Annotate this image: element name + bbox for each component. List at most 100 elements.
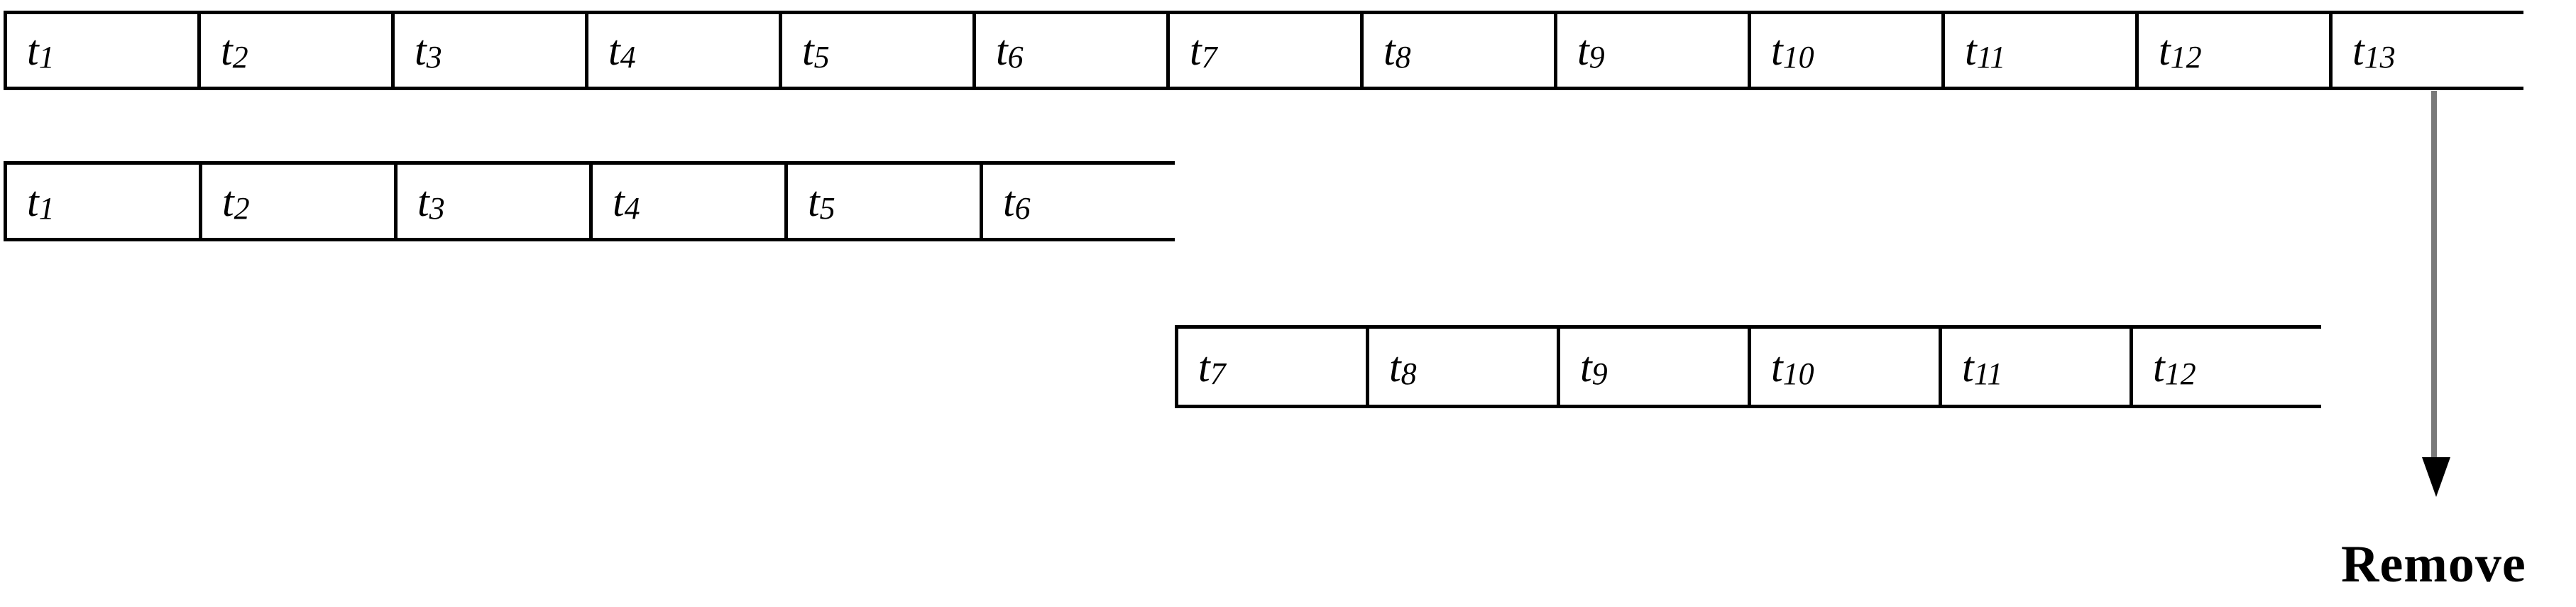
token-cell: t11 <box>1942 329 2133 405</box>
token-label: t10 <box>1751 343 1814 391</box>
token-cell: t2 <box>202 165 398 238</box>
token-base: t <box>1003 177 1015 225</box>
token-subscript: 8 <box>1395 40 1411 75</box>
token-subscript: 3 <box>426 40 442 75</box>
token-label: t8 <box>1364 27 1411 75</box>
token-base: t <box>221 27 233 74</box>
token-base: t <box>2153 343 2165 390</box>
token-cell: t2 <box>201 14 395 87</box>
token-base: t <box>608 27 620 74</box>
token-label: t5 <box>788 177 835 226</box>
token-label: t10 <box>1751 27 1814 75</box>
token-base: t <box>222 177 234 225</box>
token-cell: t7 <box>1170 14 1364 87</box>
token-base: t <box>1771 27 1783 74</box>
remove-label: Remove <box>2341 535 2526 594</box>
token-cell: t4 <box>593 165 788 238</box>
token-subscript: 5 <box>813 40 830 75</box>
token-subscript: 2 <box>232 40 248 75</box>
token-label: t1 <box>7 27 55 75</box>
token-label: t12 <box>2133 343 2196 391</box>
token-subscript: 10 <box>1782 40 1814 75</box>
token-label: t4 <box>593 177 640 225</box>
token-subscript: 10 <box>1782 356 1814 391</box>
token-cell: t6 <box>983 165 1178 238</box>
token-base: t <box>1771 343 1783 390</box>
token-cell: t8 <box>1364 14 1557 87</box>
token-label: t7 <box>1170 27 1217 75</box>
token-subscript: 1 <box>38 190 55 226</box>
token-base: t <box>996 27 1008 74</box>
token-cell: t8 <box>1369 329 1560 405</box>
token-cell: t10 <box>1751 329 1942 405</box>
token-cell: t1 <box>7 14 201 87</box>
token-base: t <box>1190 27 1202 74</box>
token-label: t9 <box>1560 343 1608 391</box>
token-base: t <box>1383 27 1396 74</box>
token-label: t11 <box>1945 27 2006 75</box>
token-label: t8 <box>1369 343 1417 391</box>
token-cell: t12 <box>2139 14 2333 87</box>
token-base: t <box>415 27 427 74</box>
token-base: t <box>27 27 39 74</box>
token-subscript: 9 <box>1589 40 1605 75</box>
token-subscript: 13 <box>2364 40 2396 75</box>
token-base: t <box>417 177 429 225</box>
token-subscript: 3 <box>429 190 445 226</box>
token-subscript: 7 <box>1210 356 1226 391</box>
token-cell: t1 <box>7 165 202 238</box>
token-subscript: 4 <box>620 40 636 75</box>
token-subscript: 8 <box>1401 356 1417 391</box>
token-base: t <box>1580 343 1592 390</box>
token-subscript: 7 <box>1201 40 1217 75</box>
token-base: t <box>1198 343 1210 390</box>
token-cell: t9 <box>1560 329 1751 405</box>
token-base: t <box>613 177 625 225</box>
token-subscript: 6 <box>1007 40 1024 75</box>
token-subscript: 1 <box>38 40 55 75</box>
token-label: t6 <box>983 177 1031 226</box>
token-base: t <box>1389 343 1401 390</box>
token-subscript: 6 <box>1014 190 1031 226</box>
token-subscript: 2 <box>234 190 250 226</box>
token-base: t <box>27 177 39 225</box>
token-label: t6 <box>976 27 1024 75</box>
token-cell: t6 <box>976 14 1170 87</box>
token-label: t2 <box>202 177 250 226</box>
token-label: t11 <box>1942 343 2003 391</box>
token-cell: t10 <box>1751 14 1945 87</box>
token-label: t3 <box>395 27 442 75</box>
token-subscript: 9 <box>1591 356 1608 391</box>
remove-arrow <box>2422 91 2450 497</box>
token-subscript: 11 <box>1973 356 2003 391</box>
token-cell: t4 <box>588 14 782 87</box>
token-subscript: 12 <box>2164 356 2196 391</box>
token-base: t <box>808 177 820 225</box>
token-subscript: 11 <box>1976 40 2006 75</box>
token-label: t3 <box>398 177 445 226</box>
remove-arrow-shaft <box>2431 91 2437 461</box>
token-cell: t13 <box>2333 14 2526 87</box>
token-cell: t12 <box>2133 329 2324 405</box>
token-label: t12 <box>2139 27 2202 74</box>
token-label: t5 <box>782 27 830 75</box>
token-subscript: 5 <box>819 190 835 226</box>
token-cell: t11 <box>1945 14 2139 87</box>
token-cell: t7 <box>1178 329 1369 405</box>
token-base: t <box>1577 27 1589 74</box>
token-label: t13 <box>2333 27 2396 75</box>
token-label: t2 <box>201 27 248 75</box>
token-base: t <box>2352 27 2364 74</box>
token-cell: t3 <box>395 14 588 87</box>
token-base: t <box>1965 27 1977 74</box>
token-base: t <box>2159 27 2171 74</box>
token-label: t4 <box>588 27 636 75</box>
token-label: t1 <box>7 177 55 226</box>
token-base: t <box>1962 343 1974 390</box>
remove-arrow-head-icon <box>2422 457 2450 497</box>
token-base: t <box>802 27 814 74</box>
